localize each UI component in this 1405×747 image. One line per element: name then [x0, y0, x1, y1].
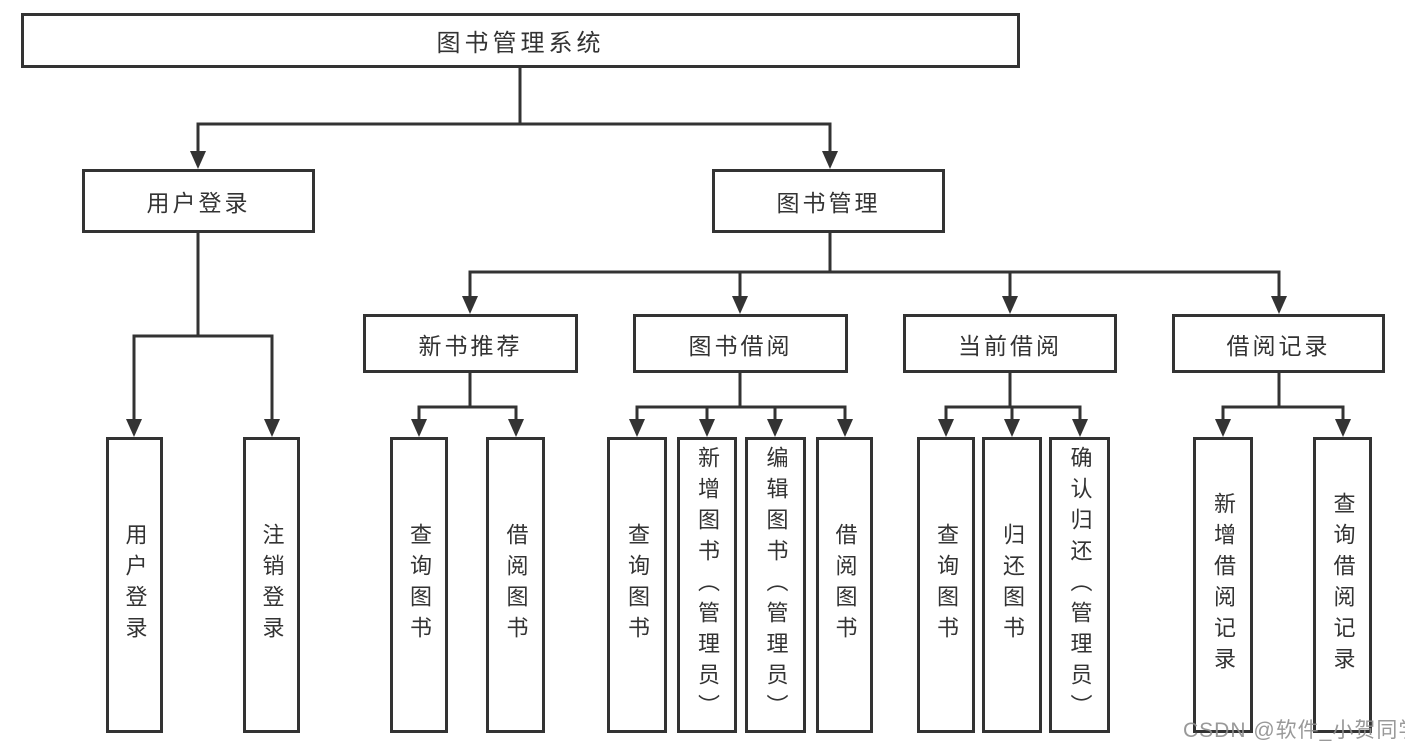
- leaf-nb-query-books-label: 查询图书: [407, 523, 432, 647]
- node-book-borrow-label: 图书借阅: [688, 332, 793, 359]
- node-new-book-recommend-label: 新书推荐: [418, 332, 523, 359]
- arrowhead-nb-query: [411, 419, 427, 437]
- leaf-bb-query-books-label: 查询图书: [625, 523, 650, 647]
- leaf-cb-return-books: 归还图书: [982, 437, 1042, 733]
- leaf-cb-confirm-return-admin: 确认归还（管理员）: [1049, 437, 1110, 733]
- arrowhead-current-borrow: [1002, 296, 1018, 314]
- node-user-login: 用户登录: [82, 169, 315, 233]
- node-new-book-recommend: 新书推荐: [363, 314, 578, 373]
- arrowhead-user-login: [190, 151, 206, 169]
- leaf-nb-query-books: 查询图书: [390, 437, 448, 733]
- leaf-nb-borrow-books: 借阅图书: [486, 437, 545, 733]
- leaf-br-query-record: 查询借阅记录: [1313, 437, 1372, 733]
- connector-book-borrow-children: [635, 373, 847, 420]
- leaf-br-add-record: 新增借阅记录: [1193, 437, 1253, 733]
- leaf-cb-return-books-label: 归还图书: [1000, 523, 1025, 647]
- node-book-management-label: 图书管理: [776, 190, 881, 216]
- leaf-bb-edit-books-admin-label: 编辑图书（管理员）: [763, 445, 789, 725]
- connector-current-borrow-children: [944, 373, 1082, 420]
- leaf-cb-query-books-label: 查询图书: [934, 523, 959, 647]
- leaf-br-add-record-label: 新增借阅记录: [1211, 492, 1236, 678]
- connector-root-to-level2: [196, 68, 832, 152]
- leaf-cb-query-books: 查询图书: [917, 437, 975, 733]
- node-current-borrow: 当前借阅: [903, 314, 1117, 373]
- arrowhead-cb-confirm: [1072, 419, 1088, 437]
- connector-new-book-children: [417, 373, 518, 420]
- arrowhead-book-borrow: [732, 296, 748, 314]
- node-user-login-label: 用户登录: [146, 190, 251, 216]
- arrowhead-bb-edit: [767, 419, 783, 437]
- arrowhead-bb-borrow: [837, 419, 853, 437]
- leaf-bb-query-books: 查询图书: [607, 437, 667, 733]
- arrowhead-book-management: [822, 151, 838, 169]
- csdn-watermark: CSDN @软件_小贺同学: [1183, 719, 1405, 742]
- arrowhead-nb-borrow: [508, 419, 524, 437]
- leaf-bb-add-books-admin-label: 新增图书（管理员）: [695, 445, 720, 725]
- leaf-bb-borrow-books-label: 借阅图书: [832, 523, 858, 647]
- leaf-logout-label: 注销登录: [259, 523, 285, 647]
- node-root-label: 图书管理系统: [436, 30, 605, 57]
- arrowhead-leaf-login: [126, 419, 142, 437]
- leaf-user-login-label: 用户登录: [122, 523, 148, 647]
- leaf-bb-add-books-admin: 新增图书（管理员）: [677, 437, 737, 733]
- leaf-user-login: 用户登录: [106, 437, 163, 733]
- arrowhead-borrow-records: [1271, 296, 1287, 314]
- node-borrow-records: 借阅记录: [1172, 314, 1385, 373]
- arrowhead-cb-return: [1004, 419, 1020, 437]
- arrowhead-bb-add: [699, 419, 715, 437]
- arrowhead-br-query: [1335, 419, 1351, 437]
- arrowhead-new-book-recommend: [462, 296, 478, 314]
- leaf-logout: 注销登录: [243, 437, 300, 733]
- node-borrow-records-label: 借阅记录: [1226, 332, 1331, 359]
- leaf-bb-edit-books-admin: 编辑图书（管理员）: [745, 437, 806, 733]
- connector-book-management-children: [468, 233, 1281, 297]
- node-book-borrow: 图书借阅: [633, 314, 848, 373]
- leaf-bb-borrow-books: 借阅图书: [816, 437, 873, 733]
- node-book-management: 图书管理: [712, 169, 945, 233]
- leaf-cb-confirm-return-admin-label: 确认归还（管理员）: [1067, 445, 1093, 725]
- arrowhead-leaf-logout: [264, 419, 280, 437]
- leaf-br-query-record-label: 查询借阅记录: [1330, 492, 1356, 678]
- connector-borrow-records-children: [1221, 373, 1345, 420]
- arrowhead-br-add: [1215, 419, 1231, 437]
- node-current-borrow-label: 当前借阅: [958, 332, 1062, 359]
- node-root-library-system: 图书管理系统: [21, 13, 1020, 68]
- leaf-nb-borrow-books-label: 借阅图书: [503, 523, 529, 647]
- connector-user-login-children: [132, 233, 274, 420]
- arrowhead-bb-query: [629, 419, 645, 437]
- arrowhead-cb-query: [938, 419, 954, 437]
